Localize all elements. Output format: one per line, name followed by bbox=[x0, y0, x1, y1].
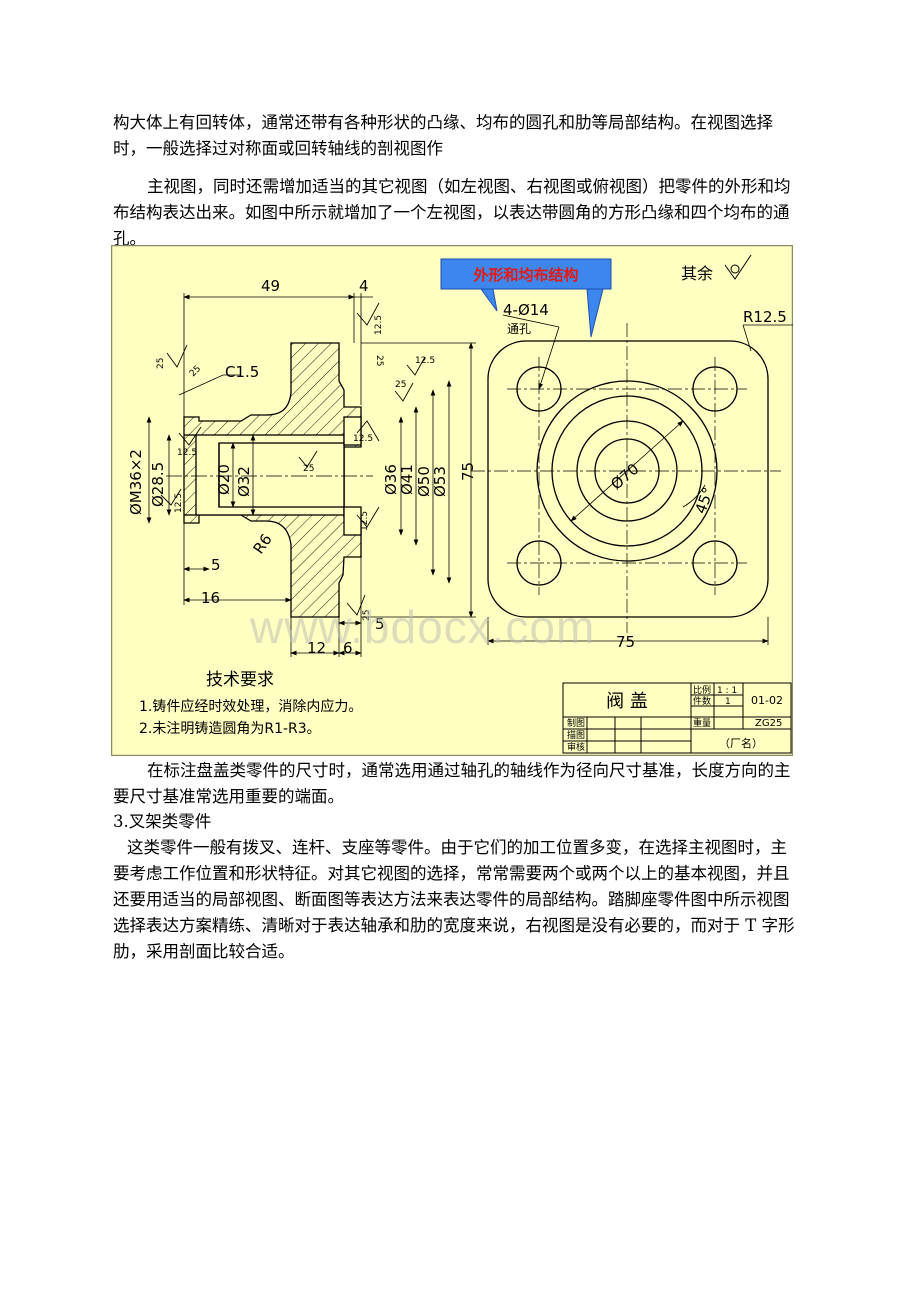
tech-requirements-title: 技术要求 bbox=[206, 670, 274, 690]
watermark: www.bdocx.com bbox=[250, 601, 596, 653]
svg-text:12.5: 12.5 bbox=[174, 493, 184, 513]
dim-r12-5: R12.5 bbox=[743, 308, 787, 326]
dim-5b: 5 bbox=[375, 615, 385, 633]
svg-text:审核: 审核 bbox=[567, 741, 585, 753]
dim-16: 16 bbox=[201, 589, 220, 607]
svg-text:重量: 重量 bbox=[693, 717, 711, 729]
dim-75-vertical: 75 bbox=[459, 462, 477, 481]
svg-text:25: 25 bbox=[303, 464, 314, 474]
svg-text:制图: 制图 bbox=[567, 717, 585, 729]
dim-41: Ø41 bbox=[398, 464, 416, 495]
svg-text:1: 1 bbox=[725, 697, 731, 707]
dim-c1-5: C1.5 bbox=[225, 363, 259, 381]
valve-cover-drawing: 49 4 C1.5 ØM36×2 Ø28.5 Ø20 Ø32 Ø36 Ø41 Ø… bbox=[111, 245, 793, 756]
main-view-dimensions bbox=[146, 293, 476, 657]
main-section-view bbox=[166, 342, 373, 618]
dim-12: 12 bbox=[307, 639, 326, 657]
dim-m36: ØM36×2 bbox=[127, 449, 145, 515]
dim-53: Ø53 bbox=[431, 466, 449, 497]
svg-text:比例: 比例 bbox=[693, 684, 711, 696]
general-roughness: 其余 bbox=[681, 254, 752, 283]
svg-text:12.5: 12.5 bbox=[415, 356, 435, 366]
dim-4-holes: 4-Ø14 bbox=[503, 301, 549, 319]
roughness-note: 其余 bbox=[681, 264, 713, 283]
svg-text:25: 25 bbox=[156, 358, 166, 369]
dim-4: 4 bbox=[359, 277, 369, 295]
roughness-values: 25 25 12.5 25 12.5 12.5 25 12.5 12.5 25 … bbox=[156, 315, 435, 621]
technical-requirements: 技术要求 1.铸件应经时效处理，消除内应力。 2.未注明铸造圆角为R1-R3。 bbox=[139, 670, 362, 737]
svg-text:12.5: 12.5 bbox=[360, 511, 370, 531]
paragraph-dimension-basis: 在标注盘盖类零件的尺寸时，通常选用通过轴孔的轴线作为径向尺寸基准，长度方向的主要… bbox=[113, 761, 791, 806]
roughness-symbols bbox=[160, 302, 426, 616]
paragraph-disk-cover-intro: 构大体上有回转体，通常还带有各种形状的凸缘、均布的圆孔和肋等局部结构。在视图选择… bbox=[113, 113, 773, 158]
dim-49: 49 bbox=[261, 277, 280, 295]
svg-text:25: 25 bbox=[362, 610, 372, 621]
svg-text:25: 25 bbox=[374, 355, 384, 366]
dim-6: 6 bbox=[343, 639, 353, 657]
title-block-text: 阀 盖 比例 1 : 1 件数 1 01-02 重量 ZG25 制图 描图 审核… bbox=[567, 684, 783, 753]
part-name: 阀 盖 bbox=[606, 691, 648, 712]
dim-50: Ø50 bbox=[415, 466, 433, 497]
callout: 外形和均布结构 bbox=[440, 258, 612, 338]
svg-text:12.5: 12.5 bbox=[353, 434, 373, 444]
tech-requirement-1: 1.铸件应经时效处理，消除内应力。 bbox=[139, 698, 362, 715]
dim-75-horizontal: 75 bbox=[616, 633, 635, 651]
paragraph-main-view: 主视图，同时还需增加适当的其它视图（如左视图、右视图或俯视图）把零件的外形和均布… bbox=[113, 177, 791, 248]
dim-through-hole: 通孔 bbox=[507, 322, 531, 336]
callout-label: 外形和均布结构 bbox=[472, 266, 578, 284]
dim-36: Ø36 bbox=[382, 464, 400, 495]
svg-text:12.5: 12.5 bbox=[177, 448, 197, 458]
drawing-code: 01-02 bbox=[751, 694, 783, 707]
svg-text:件数: 件数 bbox=[693, 695, 711, 707]
tech-requirement-2: 2.未注明铸造圆角为R1-R3。 bbox=[139, 721, 321, 737]
material: ZG25 bbox=[755, 718, 782, 729]
title-block bbox=[562, 682, 792, 754]
main-view-labels: 49 4 C1.5 ØM36×2 Ø28.5 Ø20 Ø32 Ø36 Ø41 Ø… bbox=[127, 277, 477, 657]
dim-28-5: Ø28.5 bbox=[149, 462, 167, 507]
svg-text:12.5: 12.5 bbox=[374, 315, 384, 335]
svg-text:1 : 1: 1 : 1 bbox=[717, 686, 737, 696]
svg-text:描图: 描图 bbox=[567, 729, 585, 741]
section-heading-fork-parts: 3.叉架类零件 bbox=[113, 812, 212, 831]
left-view-dimensions bbox=[487, 314, 793, 645]
svg-text:25: 25 bbox=[395, 380, 406, 390]
paragraph-fork-parts: 这类零件一般有拨叉、连杆、支座等零件。由于它们的加工位置多变，在选择主视图时，主… bbox=[113, 838, 795, 961]
dim-32: Ø32 bbox=[235, 466, 253, 497]
dim-20: Ø20 bbox=[215, 464, 233, 495]
dim-5a: 5 bbox=[211, 556, 221, 574]
factory-name: （厂名） bbox=[719, 736, 763, 750]
